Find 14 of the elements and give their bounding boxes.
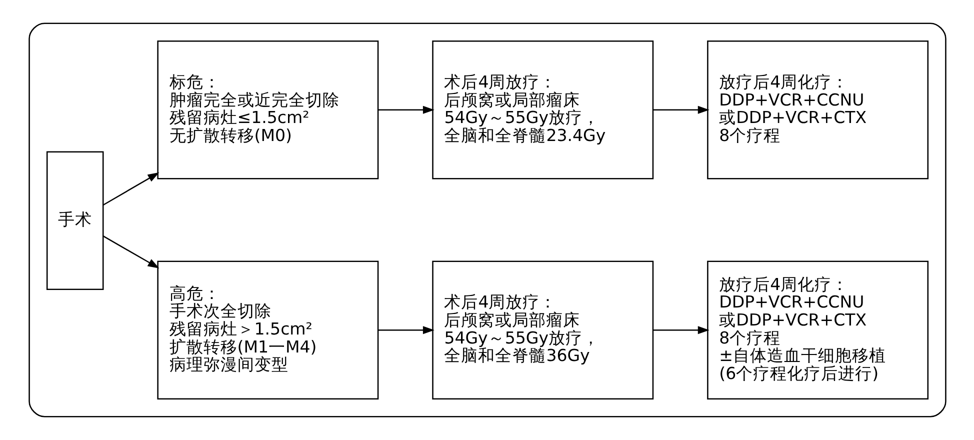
node-box: 手术 <box>46 151 104 290</box>
node-box: 标危： 肿瘤完全或近完全切除 残留病灶≤1.5cm² 无扩散转移(M0) <box>156 40 378 180</box>
node-box: 放疗后4周化疗： DDP+VCR+CCNU 或DDP+VCR+CTX 8个疗程 ±自体造血干细胞移植 (6个疗程化疗后进行) <box>706 260 928 400</box>
node-box: 术后4周放疗： 后颅窝或局部瘤床 54Gy～55Gy放疗， 全脑和全脊髓36Gy <box>432 260 654 400</box>
node-box: 高危： 手术次全切除 残留病灶＞1.5cm² 扩散转移(M1一M4) 病理弥漫间变型 <box>156 260 378 400</box>
arrow <box>378 106 434 114</box>
node-box: 放疗后4周化疗： DDP+VCR+CCNU 或DDP+VCR+CTX 8个疗程 <box>706 40 928 180</box>
cluster <box>28 22 946 418</box>
arrow <box>652 106 709 114</box>
arrow <box>378 326 434 334</box>
arrow <box>102 172 159 206</box>
arrow <box>652 326 709 334</box>
arrow <box>102 236 159 268</box>
node-box: 术后4周放疗： 后颅窝或局部瘤床 54Gy～55Gy放疗， 全脑和全脊髓23.4Gy <box>432 40 654 180</box>
